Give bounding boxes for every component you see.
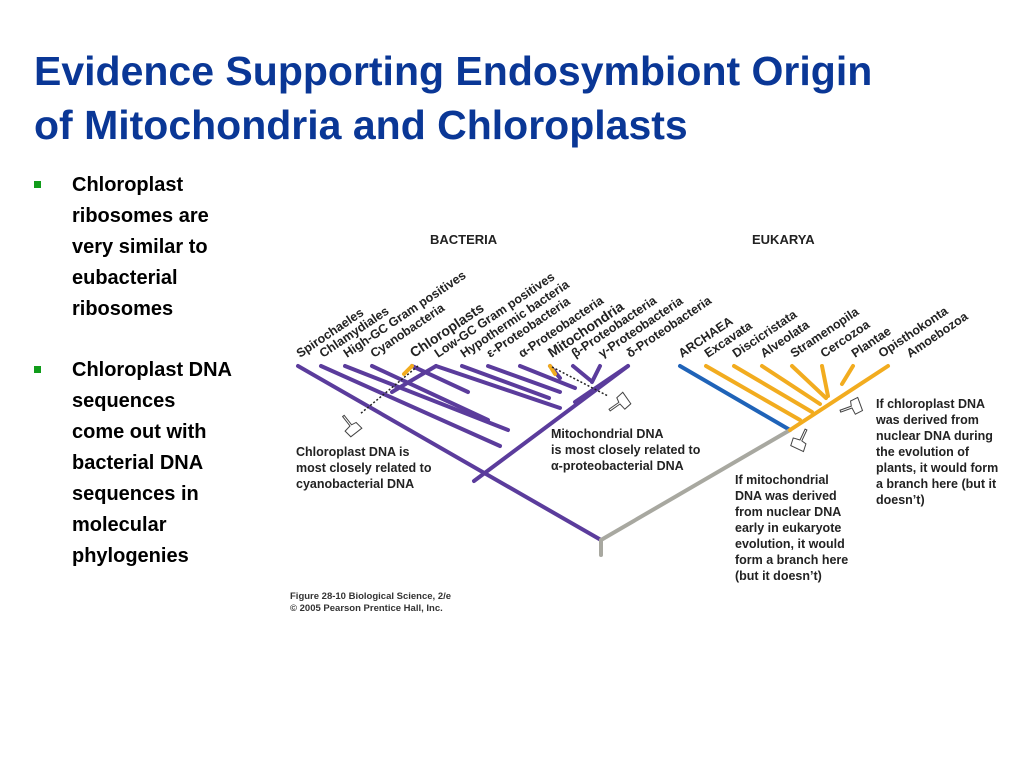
pointing-hand-icon — [790, 428, 808, 453]
title-line-2: of Mitochondria and Chloroplasts — [34, 102, 688, 148]
figure-caption-line: Figure 28-10 Biological Science, 2/e — [290, 591, 451, 602]
tree-branch — [590, 364, 602, 384]
tree-branch — [760, 364, 822, 406]
bullet-line: phylogenies — [72, 545, 189, 567]
tree-branch — [571, 364, 592, 382]
bullet-line: sequences in — [72, 483, 199, 505]
chloroplast-branch — [402, 364, 414, 376]
tree-branch — [434, 364, 562, 410]
bullet-line: Chloroplast DNA — [72, 359, 232, 381]
bullet-text: Chloroplast ribosomes are very similar t… — [72, 170, 284, 325]
eukarya-domain-label: EUKARYA — [752, 232, 815, 247]
tree-branch — [390, 364, 438, 394]
pointing-hand-icon — [608, 391, 632, 412]
bullet-line: bacterial DNA — [72, 452, 204, 474]
mitochondria-leader-line — [551, 366, 609, 397]
chloroplast-callout: Chloroplast DNA is most closely related … — [296, 445, 435, 491]
bullet-item: Chloroplast DNA sequences come out with … — [34, 355, 284, 572]
bullet-list: Chloroplast ribosomes are very similar t… — [34, 170, 284, 602]
mitochondria-branch — [548, 364, 557, 376]
bullet-item: Chloroplast ribosomes are very similar t… — [34, 170, 284, 325]
square-bullet-icon — [34, 366, 41, 373]
chloroplast-leader-line — [359, 365, 419, 415]
tree-branch — [732, 364, 814, 414]
tree-branch — [410, 364, 470, 394]
bullet-line: ribosomes are — [72, 205, 209, 227]
root-branch — [599, 428, 792, 542]
bullet-text: Chloroplast DNA sequences come out with … — [72, 355, 284, 572]
tree-branch — [820, 364, 830, 398]
tree-branch — [486, 364, 562, 394]
nuclear-mitochondria-callout: If mitochondrial DNA was derived from nu… — [735, 473, 852, 583]
bullet-line: Chloroplast — [72, 174, 184, 196]
tree-branch — [840, 364, 855, 386]
nuclear-chloroplast-callout: If chloroplast DNA was derived from nucl… — [875, 397, 1002, 507]
bacteria-domain-label: BACTERIA — [430, 232, 498, 247]
eukarya-backbone-branch — [788, 364, 890, 432]
bullet-line: ribosomes — [72, 298, 174, 320]
tree-branch — [518, 364, 577, 390]
title-line-1: Evidence Supporting Endosymbiont Origin — [34, 48, 873, 94]
pointing-hand-icon — [341, 414, 363, 438]
tree-branch — [370, 364, 490, 422]
square-bullet-icon — [34, 181, 41, 188]
bullet-line: eubacterial — [72, 267, 178, 289]
figure-caption-line: © 2005 Pearson Prentice Hall, Inc. — [290, 603, 443, 614]
slide-title: Evidence Supporting Endosymbiont Origin … — [34, 44, 994, 152]
bacteria-backbone-branch — [296, 364, 603, 542]
archaea-branch — [678, 364, 792, 432]
tree-branches — [296, 364, 890, 557]
bullet-line: molecular — [72, 514, 167, 536]
tree-branch — [704, 364, 802, 422]
mitochondria-callout: Mitochondrial DNA is most closely relate… — [551, 427, 704, 473]
tree-branch — [319, 364, 502, 448]
tree-branch — [460, 364, 551, 400]
tree-branch — [343, 364, 510, 432]
tree-branch — [472, 364, 630, 483]
pointing-hand-icon — [839, 396, 864, 415]
bullet-line: very similar to — [72, 236, 208, 258]
tree-branch — [790, 364, 828, 400]
bullet-line: sequences — [72, 390, 176, 412]
bullet-line: come out with — [72, 421, 207, 443]
